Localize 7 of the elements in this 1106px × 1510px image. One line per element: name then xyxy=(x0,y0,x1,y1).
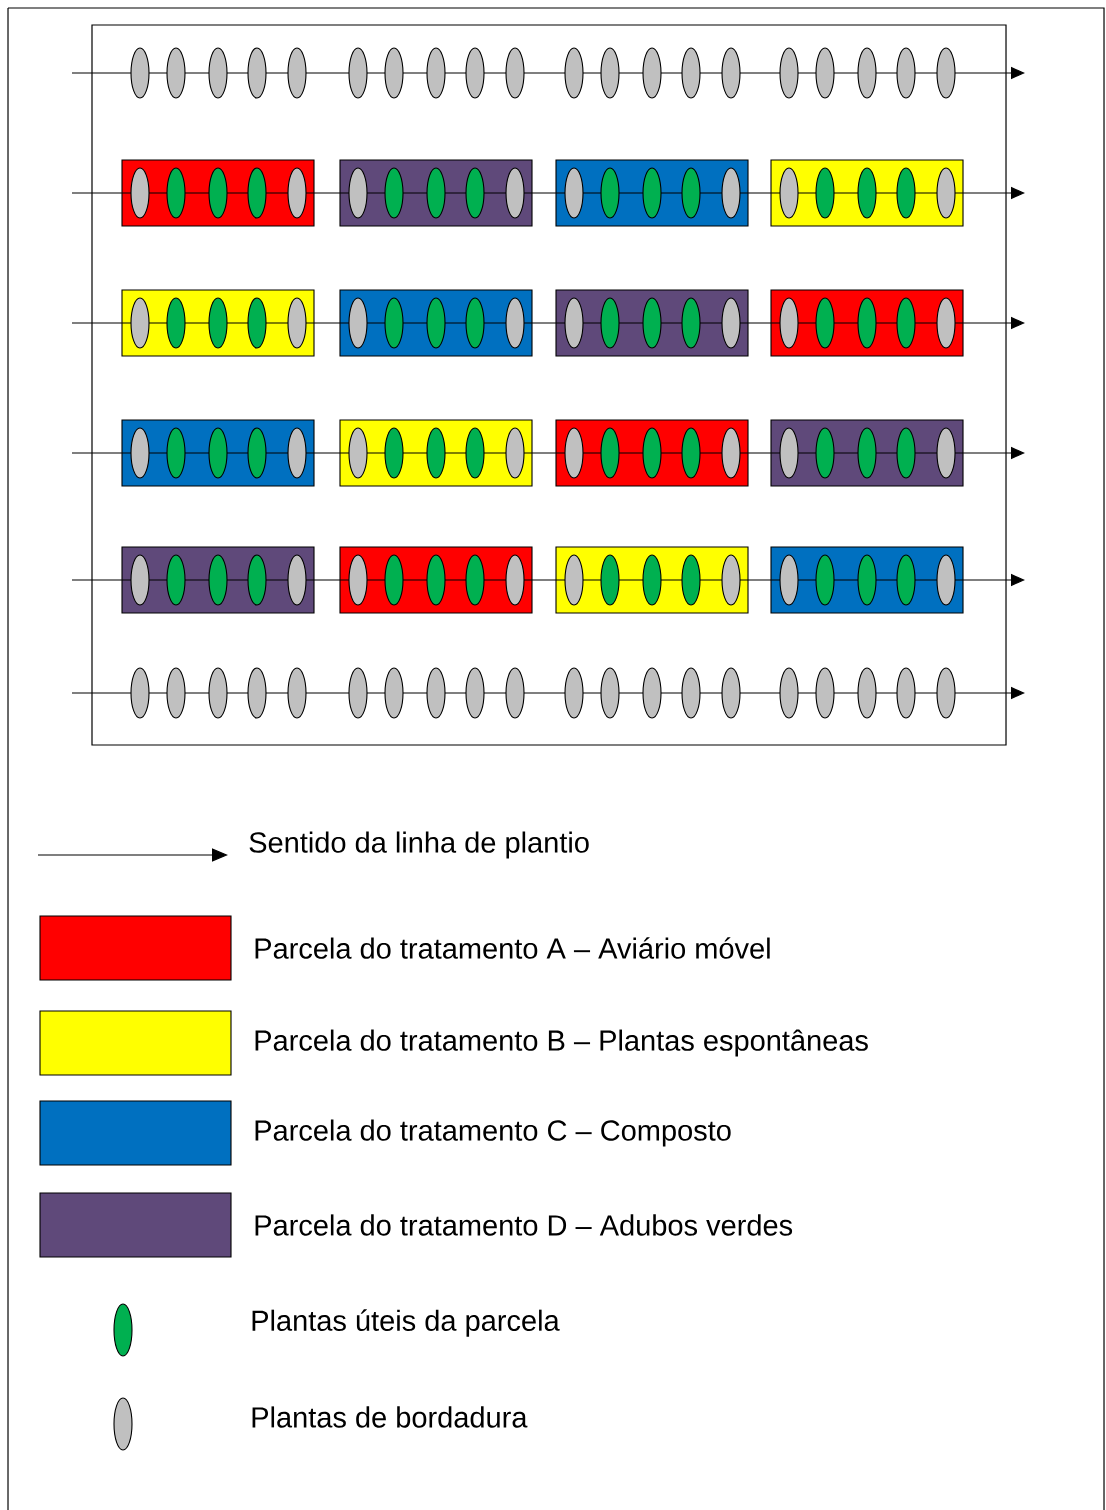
legend-label: Parcela do tratamento B – Plantas espontâneas xyxy=(255,1029,868,1057)
legend-label: Parcela do tratamento C – Composto xyxy=(255,1119,731,1147)
legend-label: Parcela do tratamento D – Adubos verdes xyxy=(255,1214,793,1236)
legend-label: Parcela do tratamento A – Aviário móvel xyxy=(255,937,770,959)
legend-label: Sentido da linha de plantio xyxy=(249,831,589,859)
legend-label: Plantas úteis da parcela xyxy=(252,1309,560,1337)
legend-label: Plantas de bordadura xyxy=(252,1406,528,1428)
